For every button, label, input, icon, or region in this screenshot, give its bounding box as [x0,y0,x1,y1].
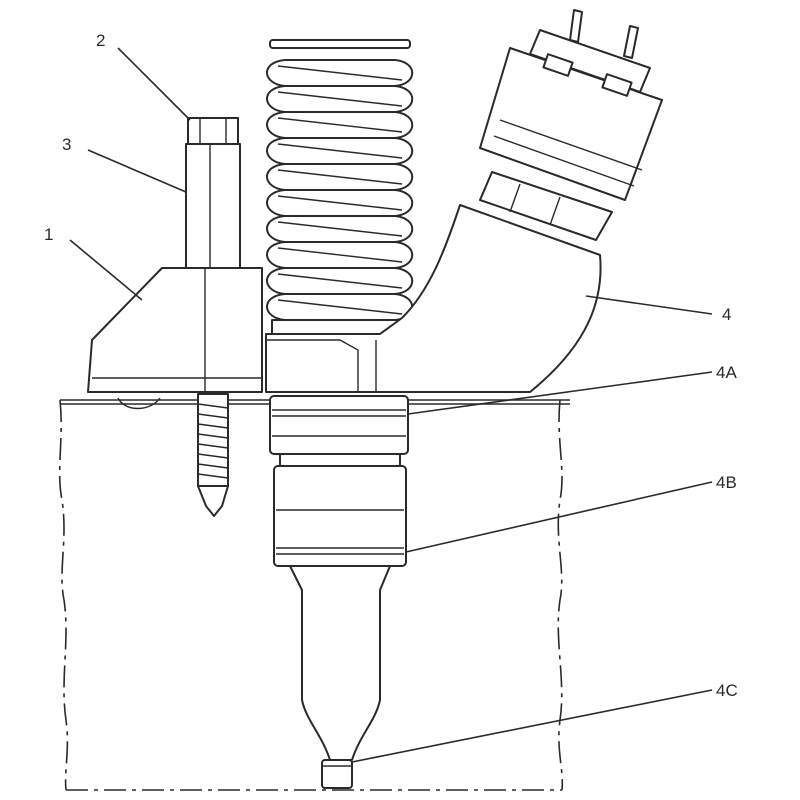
bolt-head [187,117,239,145]
leader-4b [405,481,713,553]
solenoid-neck [479,171,613,241]
injector-clamp [87,267,263,410]
callout-3: 3 [62,135,71,154]
injector-spring [266,39,414,335]
leader-lines [69,47,713,763]
o-ring-groove-lower [273,465,407,567]
callout-4: 4 [722,305,731,324]
bolt-shank [185,143,241,269]
barrel-neck [279,453,401,467]
callout-labels: 2 3 1 4 4A 4B 4C [44,31,738,700]
callout-1: 1 [44,225,53,244]
nozzle-tip [321,759,353,789]
solenoid-cap [529,29,651,93]
leader-1 [69,239,143,301]
leader-4 [585,295,713,315]
spring-top-plate [269,39,411,49]
callout-4a: 4A [716,363,737,382]
terminal-stud-right [623,25,639,59]
terminal-stud-left [569,9,583,43]
clamp-bolt [185,117,241,517]
callout-4c: 4C [716,681,738,700]
terminal-nut-right [601,73,633,97]
o-ring-groove-upper [269,395,409,455]
injector-body [265,204,602,393]
callout-2: 2 [96,31,105,50]
bolt-tip [197,485,229,517]
leader-3 [87,149,187,193]
leader-4c [351,689,713,763]
callout-4b: 4B [716,473,737,492]
terminal-nut-left [542,53,574,77]
injector-nozzle [289,565,391,761]
unit-injector [265,9,663,393]
injector-barrel [269,395,409,789]
leader-4a [407,371,713,415]
leader-2 [117,47,191,121]
